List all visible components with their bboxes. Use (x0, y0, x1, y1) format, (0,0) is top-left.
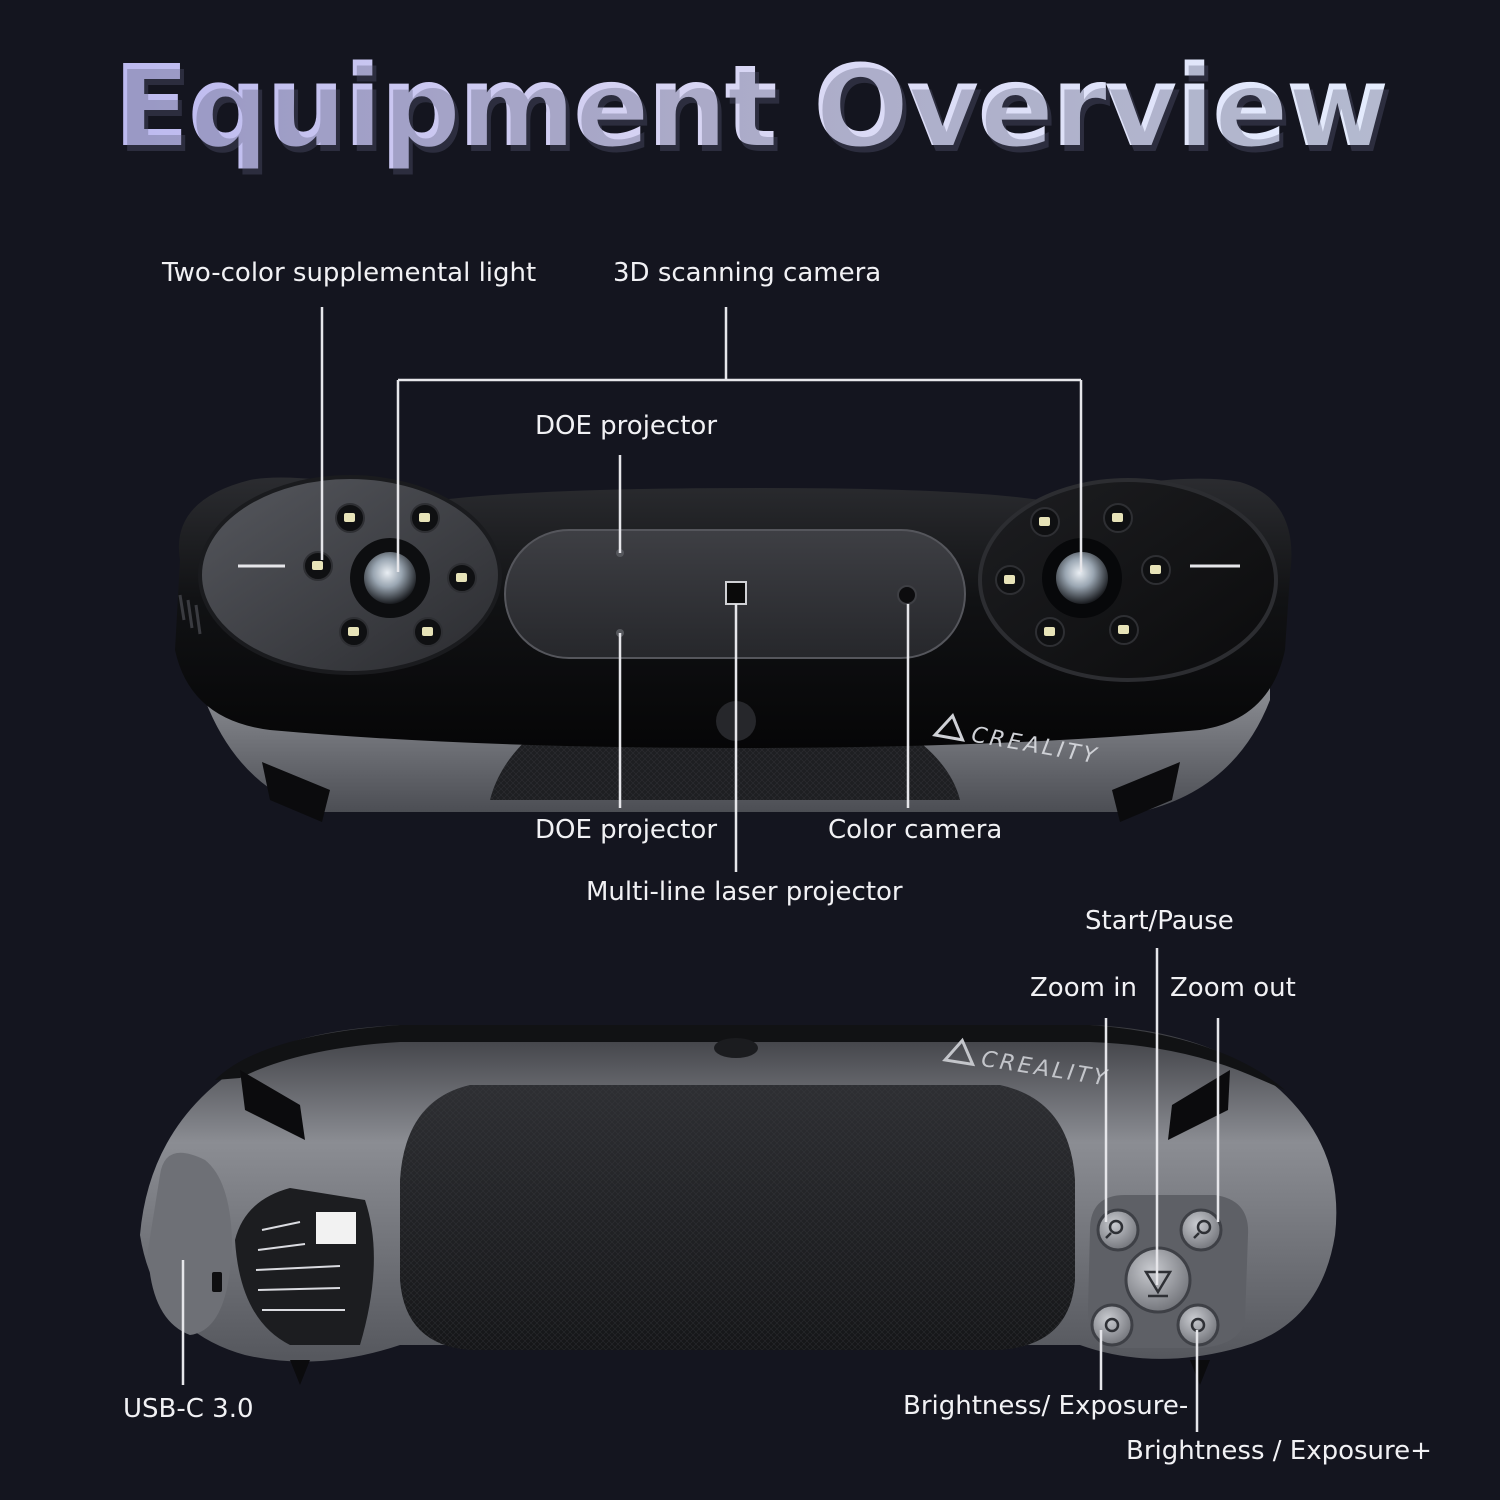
zoom-in-button[interactable] (1096, 1208, 1140, 1252)
tripod-hole-bottom (714, 1038, 758, 1058)
label-laser-projector: Multi-line laser projector (586, 877, 903, 907)
leader-lines (181, 307, 1220, 1432)
label-zoom-in: Zoom in (1030, 973, 1137, 1003)
label-usb-c: USB-C 3.0 (123, 1394, 254, 1424)
label-doe-projector-top: DOE projector (535, 411, 718, 441)
usb-c-cover (148, 1152, 232, 1335)
zoom-in-icon (1108, 1219, 1124, 1235)
rear-foot-left (240, 1070, 305, 1140)
brightness-minus-button[interactable] (1090, 1303, 1134, 1347)
label-scanning-camera: 3D scanning camera (613, 258, 882, 288)
label-brightness-minus: Brightness/ Exposure- (903, 1391, 1189, 1421)
scanner-foot-right (1112, 762, 1180, 822)
scanner-foot-left (262, 762, 330, 822)
label-brightness-plus: Brightness / Exposure+ (1126, 1436, 1432, 1466)
scanner-front-view: CREALITY (175, 475, 1292, 822)
vent-slots (178, 594, 202, 635)
zoom-out-icon (1196, 1219, 1212, 1235)
label-zoom-out: Zoom out (1170, 973, 1296, 1003)
leader-scanning-camera (396, 307, 1083, 572)
label-start-pause: Start/Pause (1085, 906, 1234, 936)
usb-c-port (212, 1272, 222, 1292)
page-title: Equipment Overview (0, 40, 1500, 174)
color-camera-lens (897, 585, 917, 605)
label-two-color-light: Two-color supplemental light (162, 258, 537, 288)
label-doe-projector-bottom: DOE projector (535, 815, 718, 845)
zoom-out-button[interactable] (1179, 1208, 1223, 1252)
label-color-camera: Color camera (828, 815, 1003, 845)
rear-foot-right (1168, 1070, 1230, 1140)
brightness-minus-icon (1104, 1317, 1120, 1333)
scanner-rear-view: CREALITY (140, 1025, 1337, 1385)
laser-projector-aperture (725, 581, 747, 605)
